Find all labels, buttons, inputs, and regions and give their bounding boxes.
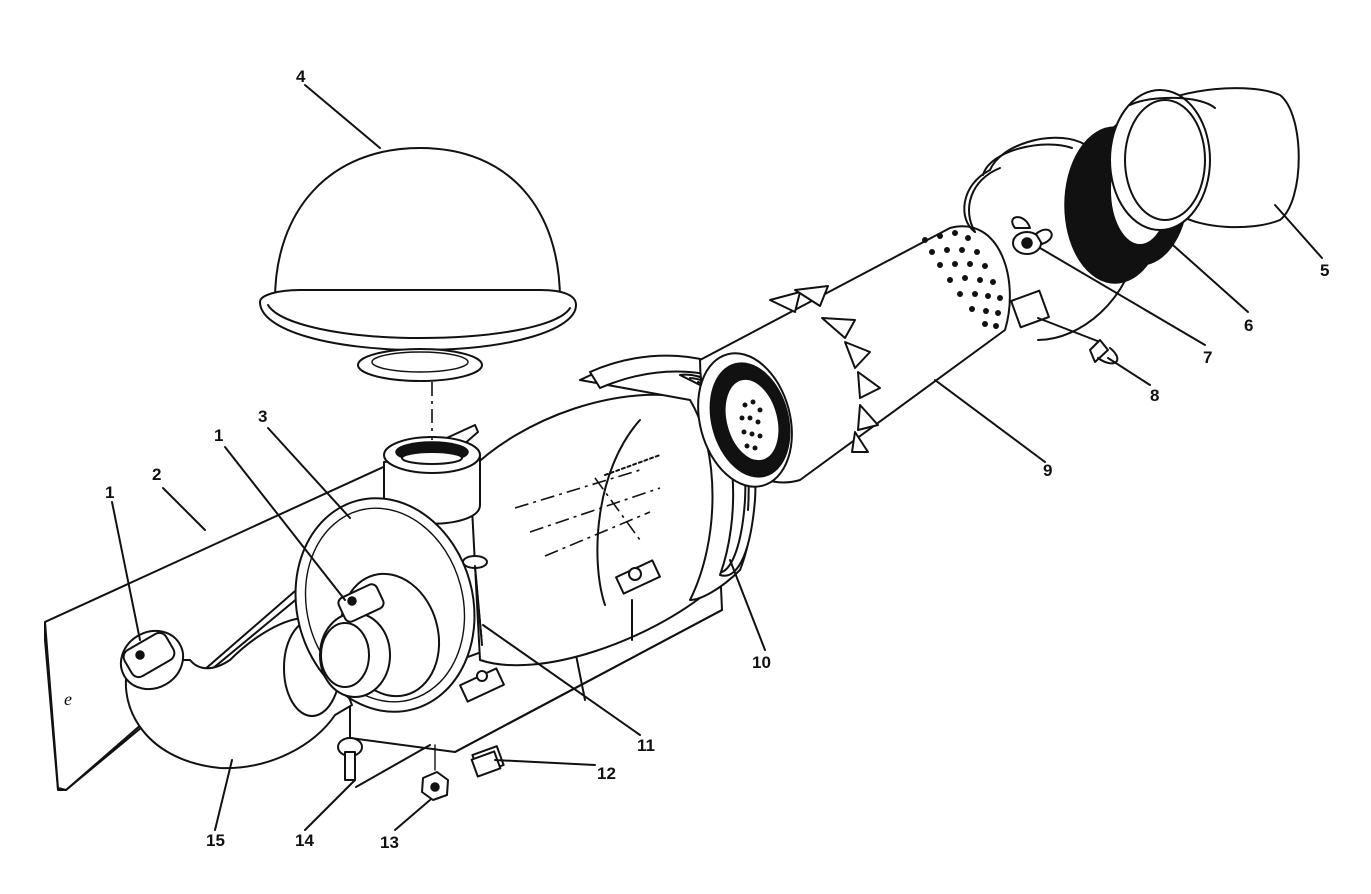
clamp-handle [1010,289,1119,365]
callout-7-wing-nut: 7 [1203,348,1213,367]
long-bolt [462,555,488,646]
elbow-hose [119,617,353,770]
callout-12-square-nut: 12 [597,764,616,783]
callout-1-hose-clamp-2: 1 [214,426,224,445]
dust-cup [1109,87,1300,231]
hex-bolt [337,737,431,788]
callout-4-weather-cap: 4 [296,67,306,86]
callout-13-hex-nut: 13 [380,833,399,852]
callout-9-filter-element: 9 [1043,461,1053,480]
filter-element [697,225,1011,488]
callout-14-hex-bolt: 14 [295,831,314,850]
callout-1-hose-clamp: 1 [105,483,115,502]
callout-2-mounting-plate: 2 [152,465,162,484]
hex-nut [421,744,449,801]
callout-10-sealing-ring: 10 [752,653,771,672]
callout-6-cup-element: 6 [1244,316,1254,335]
callout-11-long-bolt: 11 [637,736,655,755]
svg-text:e: e [64,689,72,709]
callout-3-end-cap: 3 [258,407,268,426]
leader-lines [111,84,1323,831]
callout-15-elbow-hose: 15 [206,831,225,850]
weather-cap [259,147,577,382]
callout-5-dust-cup: 5 [1320,261,1330,280]
wing-nut [1011,216,1053,255]
precleaner-fins [769,285,881,453]
callout-8-clamp-handle: 8 [1150,386,1160,405]
end-cap-band [294,497,476,713]
